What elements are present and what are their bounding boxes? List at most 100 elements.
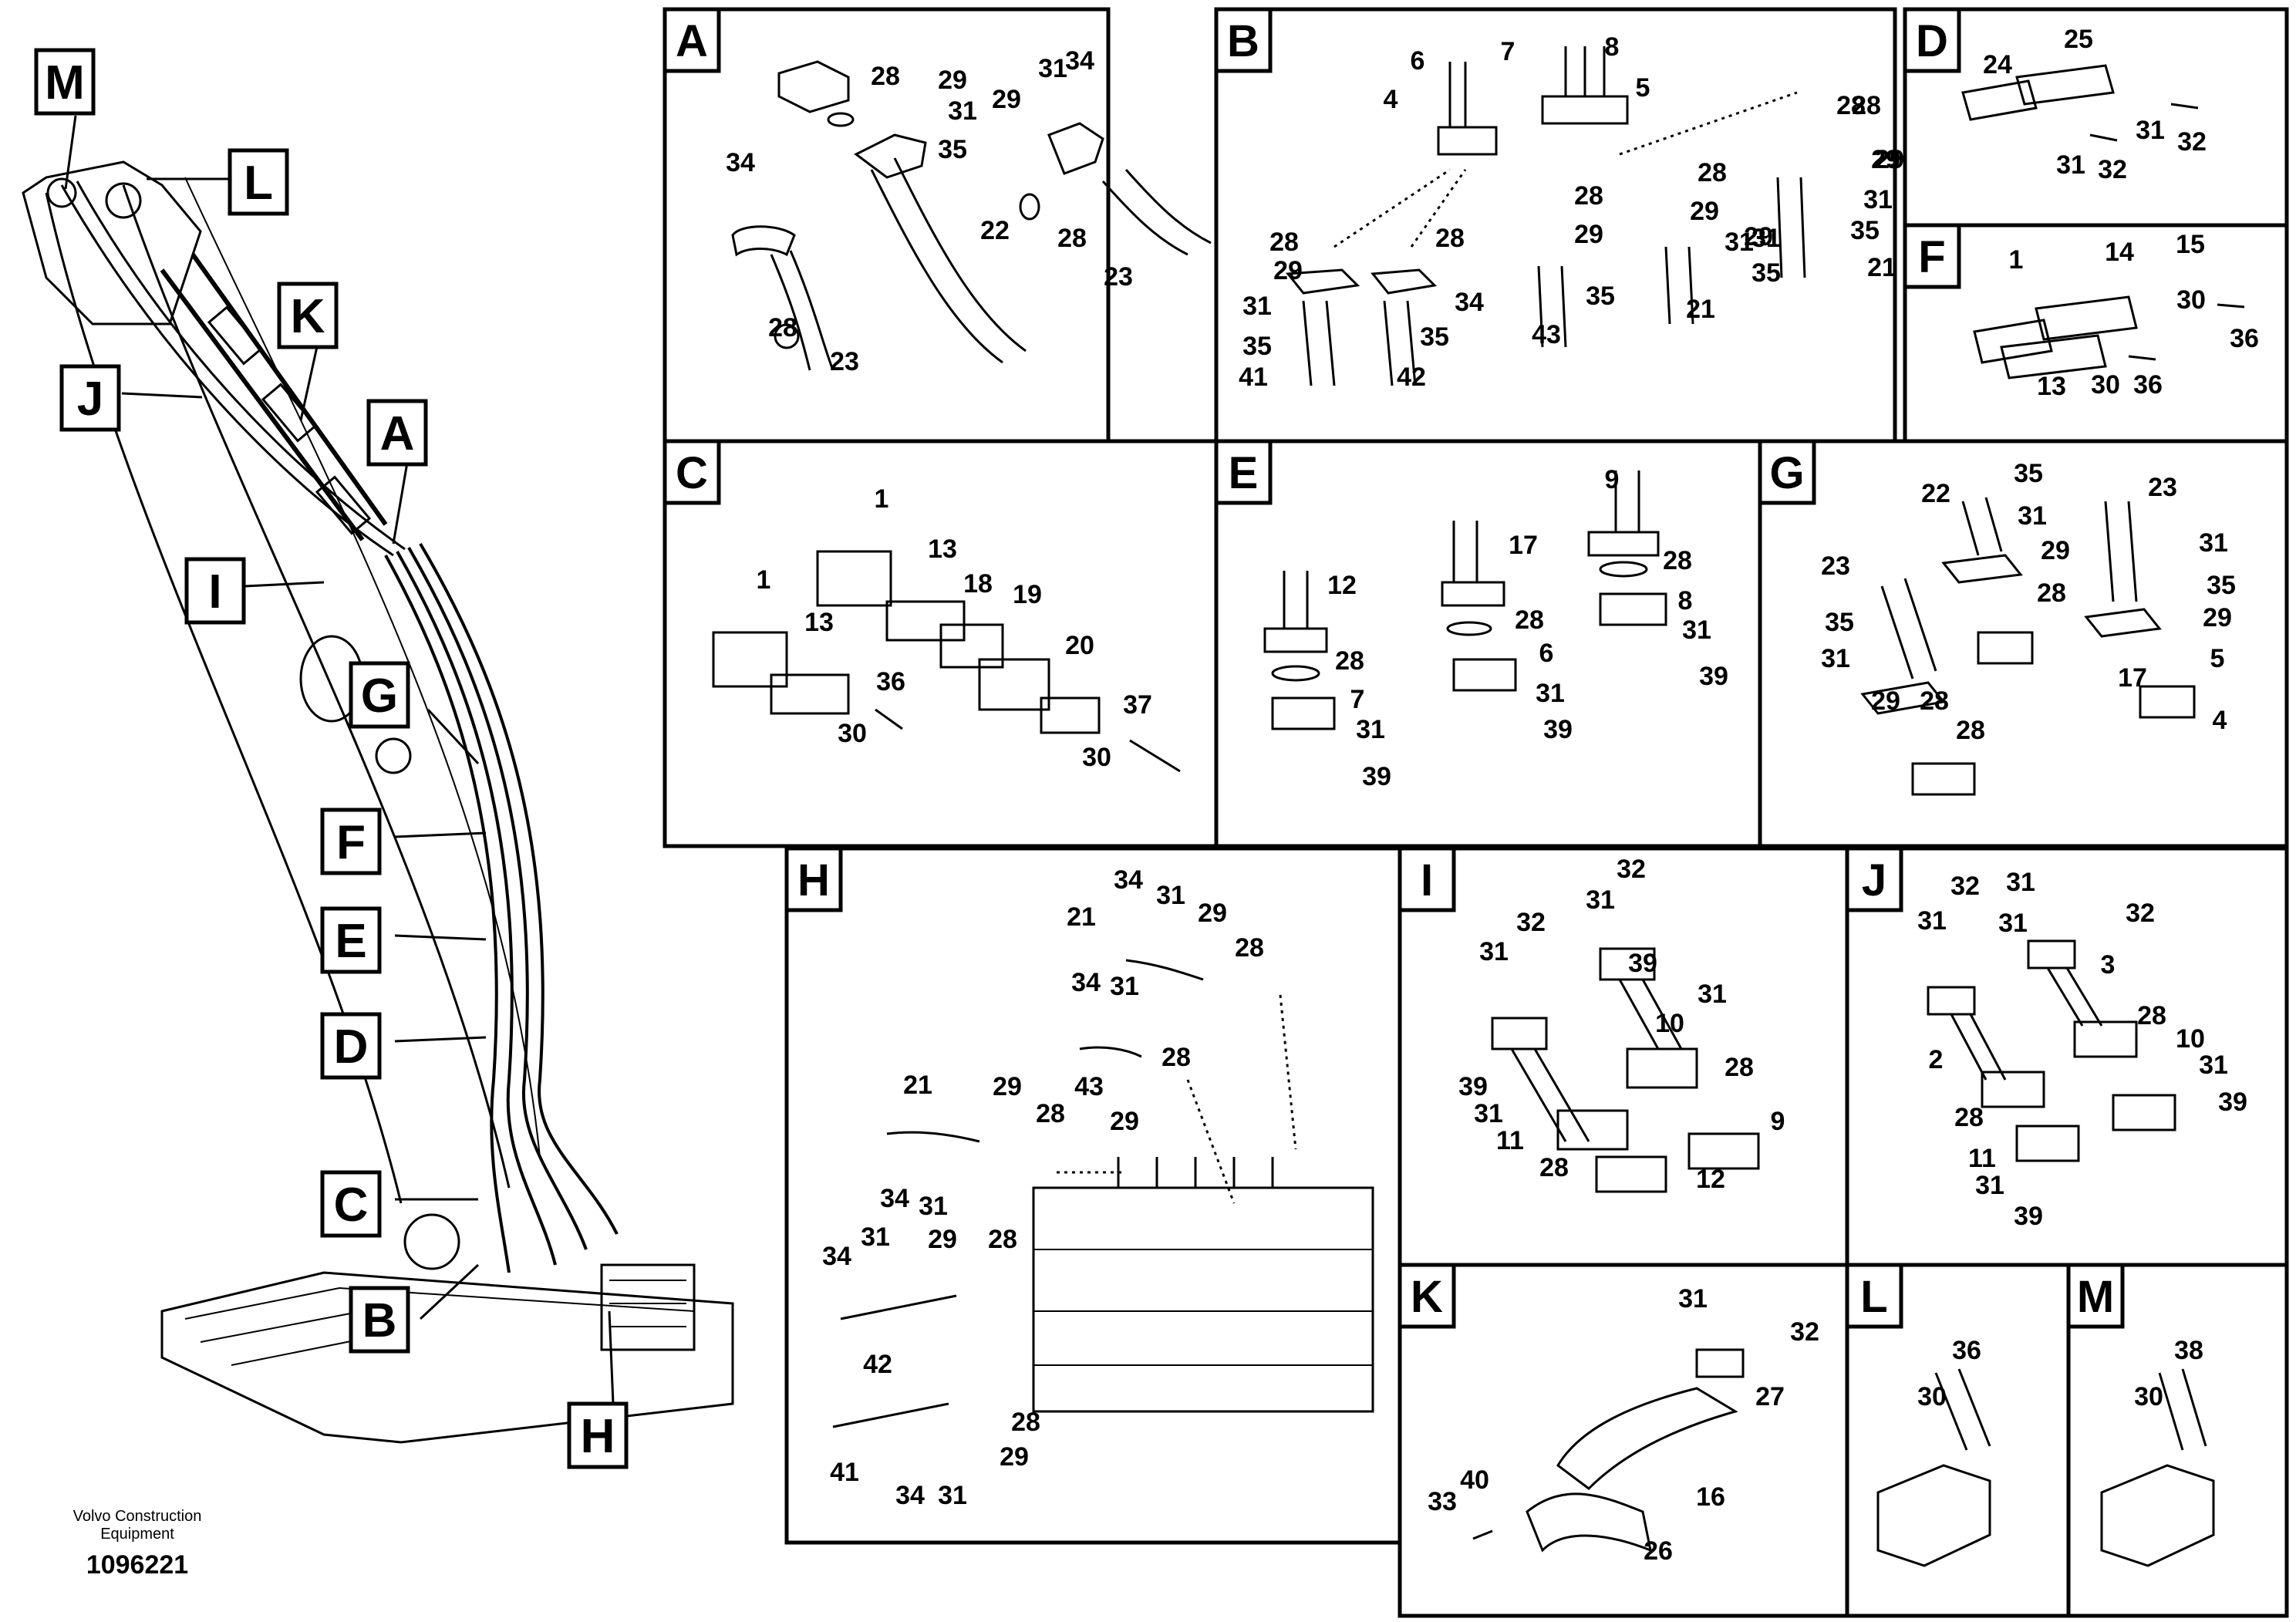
clamp-13-f — [2000, 334, 2107, 379]
block-M — [2100, 1464, 2215, 1567]
panel-C-part-20: 20 — [1065, 631, 1094, 660]
bolt-33 — [1472, 1529, 1493, 1540]
panel-E-part-6: 6 — [1539, 639, 1554, 668]
panel-H-part-34: 34 — [880, 1184, 909, 1213]
leader-G — [426, 708, 480, 765]
panel-G-part-29: 29 — [2203, 603, 2232, 632]
panel-K-part-31: 31 — [1678, 1284, 1708, 1313]
panel-L-part-30: 30 — [1917, 1382, 1947, 1411]
hose-21-a — [1664, 246, 1694, 325]
panel-H-part-31: 31 — [919, 1192, 948, 1221]
plate-27 — [1695, 1348, 1745, 1378]
flange-5-g — [2139, 685, 2196, 719]
panel-B-part-4: 4 — [1384, 85, 1398, 114]
panel-G-part-35: 35 — [1825, 608, 1854, 637]
bolt-36-L1 — [1934, 1372, 1968, 1451]
dotted-guide-h1 — [1279, 994, 1297, 1150]
dotted-guide-3 — [1619, 91, 1798, 156]
bolt-36-f2 — [2128, 355, 2156, 361]
panel-E-part-39: 39 — [1362, 762, 1391, 791]
panel-B-part-28: 28 — [1836, 91, 1866, 120]
callout-J-letter: J — [77, 373, 103, 426]
callout-D-letter: D — [334, 1020, 369, 1074]
panel-B-part-29: 29 — [1273, 256, 1303, 285]
panel-H-part-29: 29 — [928, 1225, 957, 1254]
panel-B-part-8: 8 — [1605, 32, 1620, 62]
callout-I-box — [184, 557, 246, 625]
oring-28-right — [1019, 193, 1040, 221]
hose-23-g1 — [1880, 578, 1937, 679]
oring-28-bottom — [774, 323, 800, 349]
panel-H-part-31: 31 — [861, 1222, 890, 1252]
panel-H-drawing — [832, 959, 1374, 1428]
hose-bundle-1 — [384, 555, 511, 1273]
hose-3 — [2046, 967, 2103, 1027]
panel-G-letter: G — [1769, 448, 1804, 498]
callout-K-letter: K — [291, 290, 325, 343]
panel-I-part-39: 39 — [1628, 949, 1657, 978]
panel-H-part-31: 31 — [1156, 881, 1185, 910]
leader-A — [392, 453, 410, 545]
hose-11 — [1510, 1048, 1590, 1142]
hose-9 — [1614, 470, 1640, 532]
panel-B-part-28: 28 — [1269, 228, 1299, 257]
leader-D — [394, 1036, 487, 1043]
panel-H-letter: H — [797, 855, 830, 905]
flange-12-i — [1595, 1155, 1667, 1193]
panel-G-part-31: 31 — [2018, 501, 2047, 531]
callout-C-letter: C — [334, 1179, 369, 1232]
panel-J-part-28: 28 — [2137, 1001, 2166, 1030]
panel-G-drawing — [1860, 497, 2196, 796]
leader-I — [244, 581, 325, 588]
panel-B-part-28: 28 — [1852, 91, 1881, 120]
panel-H-part-42: 42 — [863, 1350, 892, 1379]
hose-41-h — [832, 1402, 949, 1428]
footer-company-line2: Equipment — [100, 1526, 174, 1543]
panel-C-drawing — [712, 550, 1181, 773]
panel-A-part-28: 28 — [768, 313, 797, 342]
panel-A-part-28: 28 — [871, 62, 900, 91]
hose-23-right-b — [1124, 169, 1212, 244]
panel-B-part-31: 31 — [1242, 292, 1272, 321]
panel-I-letter: I — [1421, 855, 1433, 905]
panel-H-part-21: 21 — [1067, 902, 1096, 932]
panel-L-tab — [1845, 1263, 1903, 1329]
panel-I-frame — [1397, 846, 1849, 1267]
panel-K-part-16: 16 — [1696, 1482, 1725, 1512]
cylinder-clamp-2 — [261, 383, 318, 443]
panel-H-part-28: 28 — [1161, 1043, 1191, 1072]
panel-G-part-17: 17 — [2118, 663, 2147, 693]
flange-8 — [1599, 592, 1667, 626]
panel-M-letter: M — [2077, 1272, 2114, 1322]
callout-A-box — [366, 399, 428, 467]
panel-E-part-39: 39 — [1543, 715, 1573, 744]
panel-L-drawing — [1876, 1368, 1991, 1567]
panel-H-part-29: 29 — [1198, 899, 1227, 928]
flange-6 — [1452, 658, 1517, 692]
plate-J-2 — [2027, 939, 2076, 969]
boom-overview-illustration — [22, 160, 734, 1444]
hose-2 — [1950, 1013, 2007, 1081]
panel-A-part-29: 29 — [938, 66, 967, 95]
hose-21-h2 — [886, 1131, 980, 1143]
leader-M — [64, 115, 77, 190]
panel-frames — [663, 7, 2289, 1618]
clamp-13-a — [770, 673, 850, 715]
panel-H-part-34: 34 — [895, 1481, 925, 1510]
panel-J-part-32: 32 — [1950, 872, 1980, 901]
flange-4-g — [1911, 762, 1976, 796]
clamp-5 — [1541, 95, 1629, 125]
panel-I-part-10: 10 — [1655, 1009, 1684, 1038]
panel-G-part-23: 23 — [2148, 473, 2177, 502]
panel-C-part-30: 30 — [838, 719, 867, 748]
panel-F-part-30: 30 — [2091, 370, 2120, 400]
panel-C-tab — [663, 439, 721, 505]
panel-I-drawing — [1491, 947, 1760, 1193]
panel-D-letter: D — [1916, 16, 1948, 66]
clamp-14 — [2035, 295, 2138, 341]
panel-J-part-39: 39 — [2014, 1202, 2043, 1231]
panel-C-letter: C — [676, 448, 708, 498]
boom-cylinder — [160, 253, 388, 541]
panel-D-part-31: 31 — [2056, 150, 2085, 180]
callout-A-letter: A — [380, 407, 415, 460]
